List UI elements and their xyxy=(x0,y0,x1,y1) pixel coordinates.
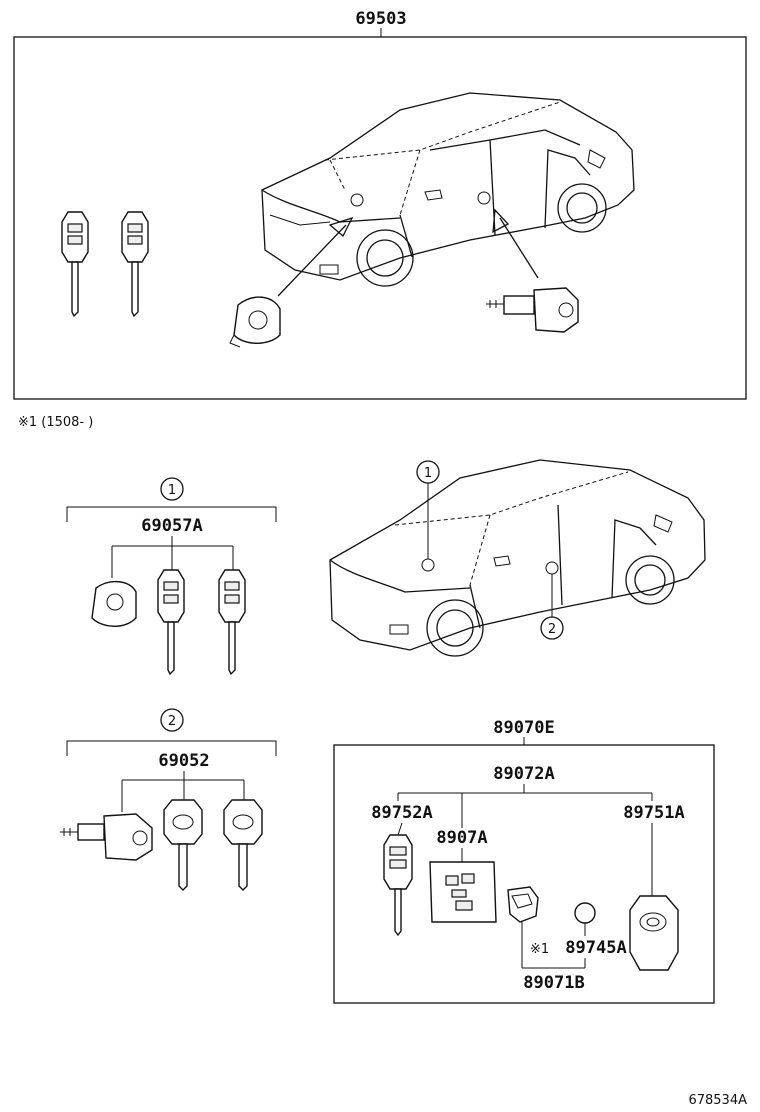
arrows-top xyxy=(277,208,539,297)
button-cover-icon xyxy=(429,861,497,923)
car-illustration-middle xyxy=(329,459,706,657)
ignition-lock-cylinder-icon xyxy=(229,296,281,348)
callout-1-label: 1 xyxy=(424,466,432,481)
top-part-number: 69503 xyxy=(355,9,406,29)
door-lock-cylinder-icon xyxy=(60,813,153,861)
callout-2-circle xyxy=(540,616,564,640)
case-leader-lines xyxy=(521,922,586,969)
figure-id: 678534A xyxy=(688,1093,747,1108)
key-left-part-number: 89752A xyxy=(371,803,432,823)
callout-1-circle xyxy=(416,460,440,484)
transmitter-part-number: 89070E xyxy=(493,718,554,738)
group-1-index-circle xyxy=(160,477,184,501)
transmitter-key-icon xyxy=(383,834,413,937)
key-left-leader xyxy=(397,822,403,836)
key-right-part-number: 89751A xyxy=(623,803,684,823)
key-icon xyxy=(61,211,89,318)
key-icon xyxy=(223,799,263,891)
key-icon xyxy=(163,799,203,891)
top-panel-frame xyxy=(13,36,747,400)
smart-key-icon xyxy=(629,895,679,971)
sub-assembly-part-number: 89072A xyxy=(493,764,554,784)
key-icon xyxy=(121,211,149,318)
car-illustration-top xyxy=(261,92,635,287)
transmitter-panel-frame xyxy=(333,744,715,1004)
key-icon xyxy=(157,569,185,676)
group-1-leader-lines xyxy=(111,536,234,578)
group-2-leader-lines xyxy=(121,771,245,812)
group-2-part-number: 69052 xyxy=(158,751,209,771)
callout-2-label: 2 xyxy=(548,622,556,637)
key-icon xyxy=(218,569,246,676)
transmitter-case-icon xyxy=(507,886,539,923)
group-2-index: 2 xyxy=(168,714,176,729)
battery-part-number: 89745A xyxy=(565,938,626,958)
group-1-part-number: 69057A xyxy=(141,516,202,536)
sub-assembly-leader-lines xyxy=(397,784,653,801)
group-1-bracket xyxy=(66,506,277,522)
group-2-index-circle xyxy=(160,708,184,732)
door-lock-cylinder-icon xyxy=(486,287,579,333)
battery-icon xyxy=(574,902,596,924)
group-2-bracket xyxy=(66,740,277,756)
group-1-index: 1 xyxy=(168,483,176,498)
ignition-lock-cylinder-icon xyxy=(91,581,137,627)
case-part-number: 89071B xyxy=(523,973,584,993)
cover-part-number: 8907A xyxy=(436,828,487,848)
battery-note-mark: ※1 xyxy=(530,942,549,957)
note-text: ※1 (1508- ) xyxy=(18,415,93,430)
